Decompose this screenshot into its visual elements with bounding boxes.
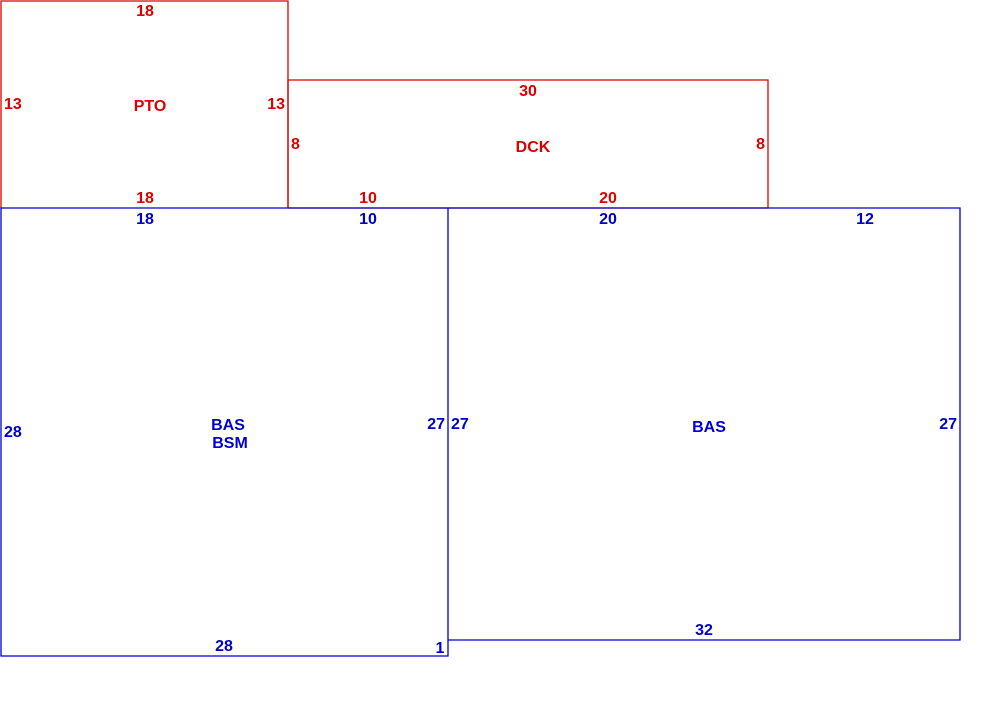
bas-left-dimension: 27 xyxy=(451,416,469,433)
pto-left-dimension: 13 xyxy=(4,96,22,113)
pto-right-dimension: 13 xyxy=(267,96,285,113)
bas-bottom-dimension: 32 xyxy=(695,622,713,639)
pto-top-dimension: 18 xyxy=(136,3,154,20)
bas-bsm-label-line2: BSM xyxy=(212,435,248,452)
bas-outline xyxy=(448,207,961,641)
bas-top-right-dimension: 12 xyxy=(856,211,874,228)
dck-right-dimension: 8 xyxy=(756,136,765,153)
dck-area: DCK 30 8 8 10 20 xyxy=(287,79,769,209)
dck-outline xyxy=(287,79,769,208)
bas-bsm-right-dimension: 27 xyxy=(427,416,445,433)
bas-bsm-top-right-dimension: 10 xyxy=(359,211,377,228)
bas-right-dimension: 27 xyxy=(939,416,957,433)
bas-label: BAS xyxy=(692,419,726,436)
dck-bottom-left-dimension: 10 xyxy=(359,190,377,207)
bas-bsm-area: BAS BSM 18 10 28 27 28 1 xyxy=(0,207,449,657)
pto-label: PTO xyxy=(134,98,167,115)
bas-area: BAS 20 12 27 27 32 xyxy=(448,207,961,641)
pto-area: PTO 18 18 13 13 xyxy=(0,0,289,208)
bas-bsm-label-line1: BAS xyxy=(211,417,245,434)
bas-top-left-dimension: 20 xyxy=(599,211,617,228)
dck-left-dimension: 8 xyxy=(291,136,300,153)
bas-bsm-left-dimension: 28 xyxy=(4,424,22,441)
bas-bsm-corner-dimension: 1 xyxy=(436,640,445,657)
bas-bsm-outline xyxy=(0,207,449,657)
dck-bottom-right-dimension: 20 xyxy=(599,190,617,207)
pto-bottom-dimension: 18 xyxy=(136,190,154,207)
bas-bsm-top-left-dimension: 18 xyxy=(136,211,154,228)
dck-top-dimension: 30 xyxy=(519,83,537,100)
dck-label: DCK xyxy=(516,139,551,156)
bas-bsm-bottom-dimension: 28 xyxy=(215,638,233,655)
